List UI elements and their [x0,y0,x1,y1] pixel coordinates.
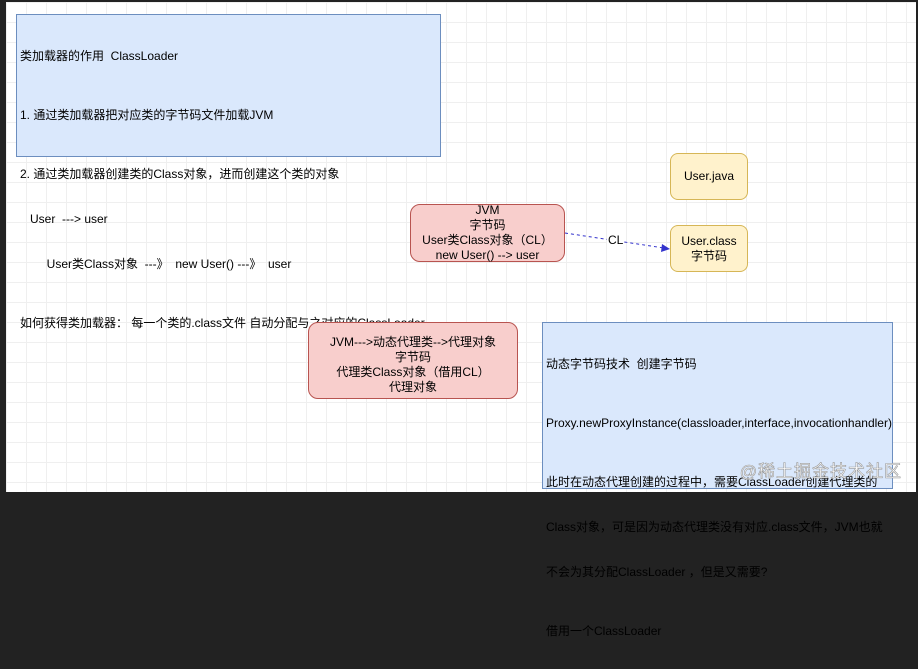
user-class-node[interactable]: User.class 字节码 [670,225,748,272]
jvm-line-1: JVM [475,203,500,217]
proxy-node[interactable]: JVM--->动态代理类-->代理对象 字节码 代理类Class对象（借用CL）… [308,322,518,399]
dp-para-2: Class对象，可是因为动态代理类没有对应.class文件，JVM也就 [546,520,883,534]
jvm-line-2: 字节码 [469,218,506,232]
diagram-canvas: 类加载器的作用 ClassLoader 1. 通过类加载器把对应类的字节码文件加… [6,2,916,638]
note-title: 类加载器的作用 ClassLoader [20,49,179,63]
note-point-1: 1. 通过类加载器把对应类的字节码文件加载JVM [20,108,274,122]
classloader-note[interactable]: 类加载器的作用 ClassLoader 1. 通过类加载器把对应类的字节码文件加… [16,14,441,330]
user-class-line-1: User.class [681,233,737,248]
proxy-line-1: JVM--->动态代理类-->代理对象 [330,335,496,349]
dp-conclusion: 借用一个ClassLoader [546,624,662,638]
note-point-2: 2. 通过类加载器创建类的Class对象，进而创建这个类的对象 [20,167,340,181]
user-java-node[interactable]: User.java [670,153,748,200]
note-point-2-line2: User ---> user [20,212,108,226]
dp-para-1: 此时在动态代理创建的过程中，需要ClassLoader创建代理类的 [546,475,878,489]
user-class-line-2: 字节码 [690,248,727,263]
proxy-line-3: 代理类Class对象（借用CL） [336,365,490,379]
watermark: @稀土掘金技术社区 [739,462,902,482]
note-point-2-line3: User类Class对象 ---》 new User() ---》 user [20,257,292,271]
proxy-line-2: 字节码 [394,350,431,364]
jvm-node[interactable]: JVM 字节码 User类Class对象（CL） new User() --> … [410,203,565,262]
edge-label-cl: CL [607,233,625,247]
proxy-line-4: 代理对象 [388,380,437,394]
jvm-line-3: User类Class对象（CL） [422,233,553,247]
user-java-label: User.java [683,169,735,183]
dp-title: 动态字节码技术 创建字节码 [546,357,697,371]
jvm-line-4: new User() --> user [435,248,540,262]
dp-para-3: 不会为其分配ClassLoader ，但是又需要? [546,565,768,579]
dp-code: Proxy.newProxyInstance(classloader,inter… [546,416,892,430]
